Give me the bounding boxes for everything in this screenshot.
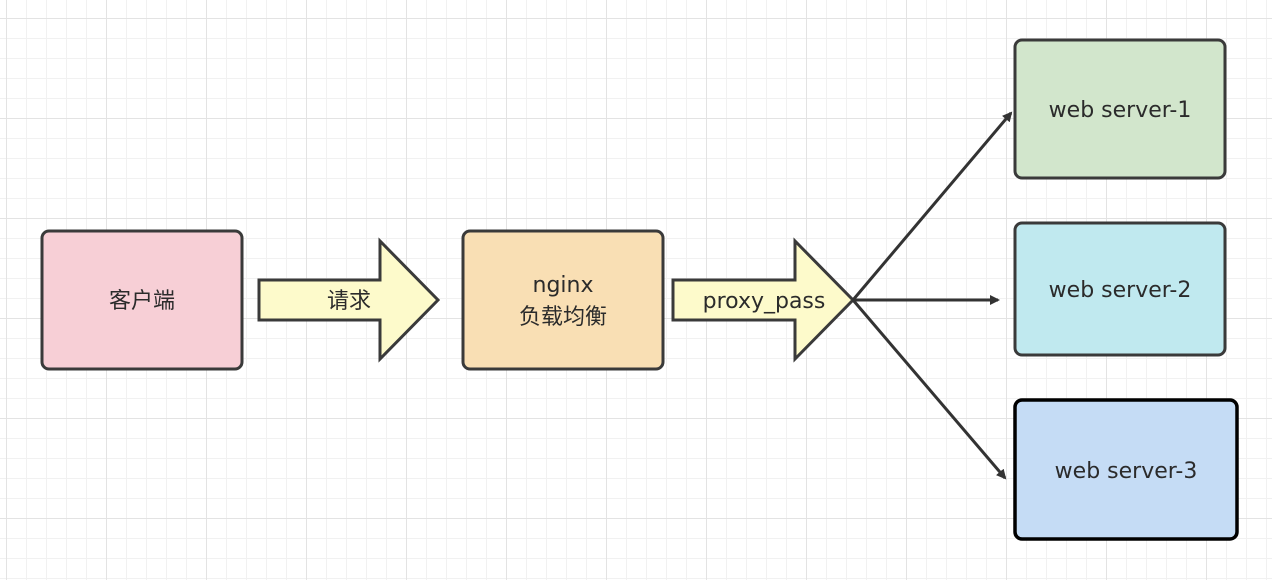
request-arrow-label: 请求 <box>327 289 371 314</box>
proxy-pass-arrow: proxy_pass <box>671 237 856 363</box>
web-server-2-node: web server-2 <box>1013 221 1227 357</box>
proxy-pass-arrow-shape <box>671 237 856 363</box>
web-server-1-label: web server-1 <box>1049 98 1192 123</box>
connector-to-server-3 <box>851 299 1007 480</box>
request-arrow: 请求 <box>257 237 441 363</box>
proxy-pass-arrow-label: proxy_pass <box>703 289 826 314</box>
web-server-2-label: web server-2 <box>1049 278 1192 303</box>
nginx-label: nginx <box>533 273 594 298</box>
connector-to-server-1 <box>851 111 1013 301</box>
web-server-3-node: web server-3 <box>1013 398 1239 541</box>
nginx-node: nginx 负载均衡 <box>461 229 665 371</box>
client-box <box>40 229 244 371</box>
web-server-1-node: web server-1 <box>1013 38 1227 180</box>
nginx-sublabel: 负载均衡 <box>519 305 607 330</box>
request-arrow-shape <box>257 237 441 363</box>
web-server-3-box <box>1013 398 1239 541</box>
client-label: 客户端 <box>109 289 175 314</box>
web-server-3-label: web server-3 <box>1055 459 1198 484</box>
client-node: 客户端 <box>40 229 244 371</box>
nginx-box <box>461 229 665 371</box>
web-server-2-box <box>1013 221 1227 357</box>
web-server-1-box <box>1013 38 1227 180</box>
